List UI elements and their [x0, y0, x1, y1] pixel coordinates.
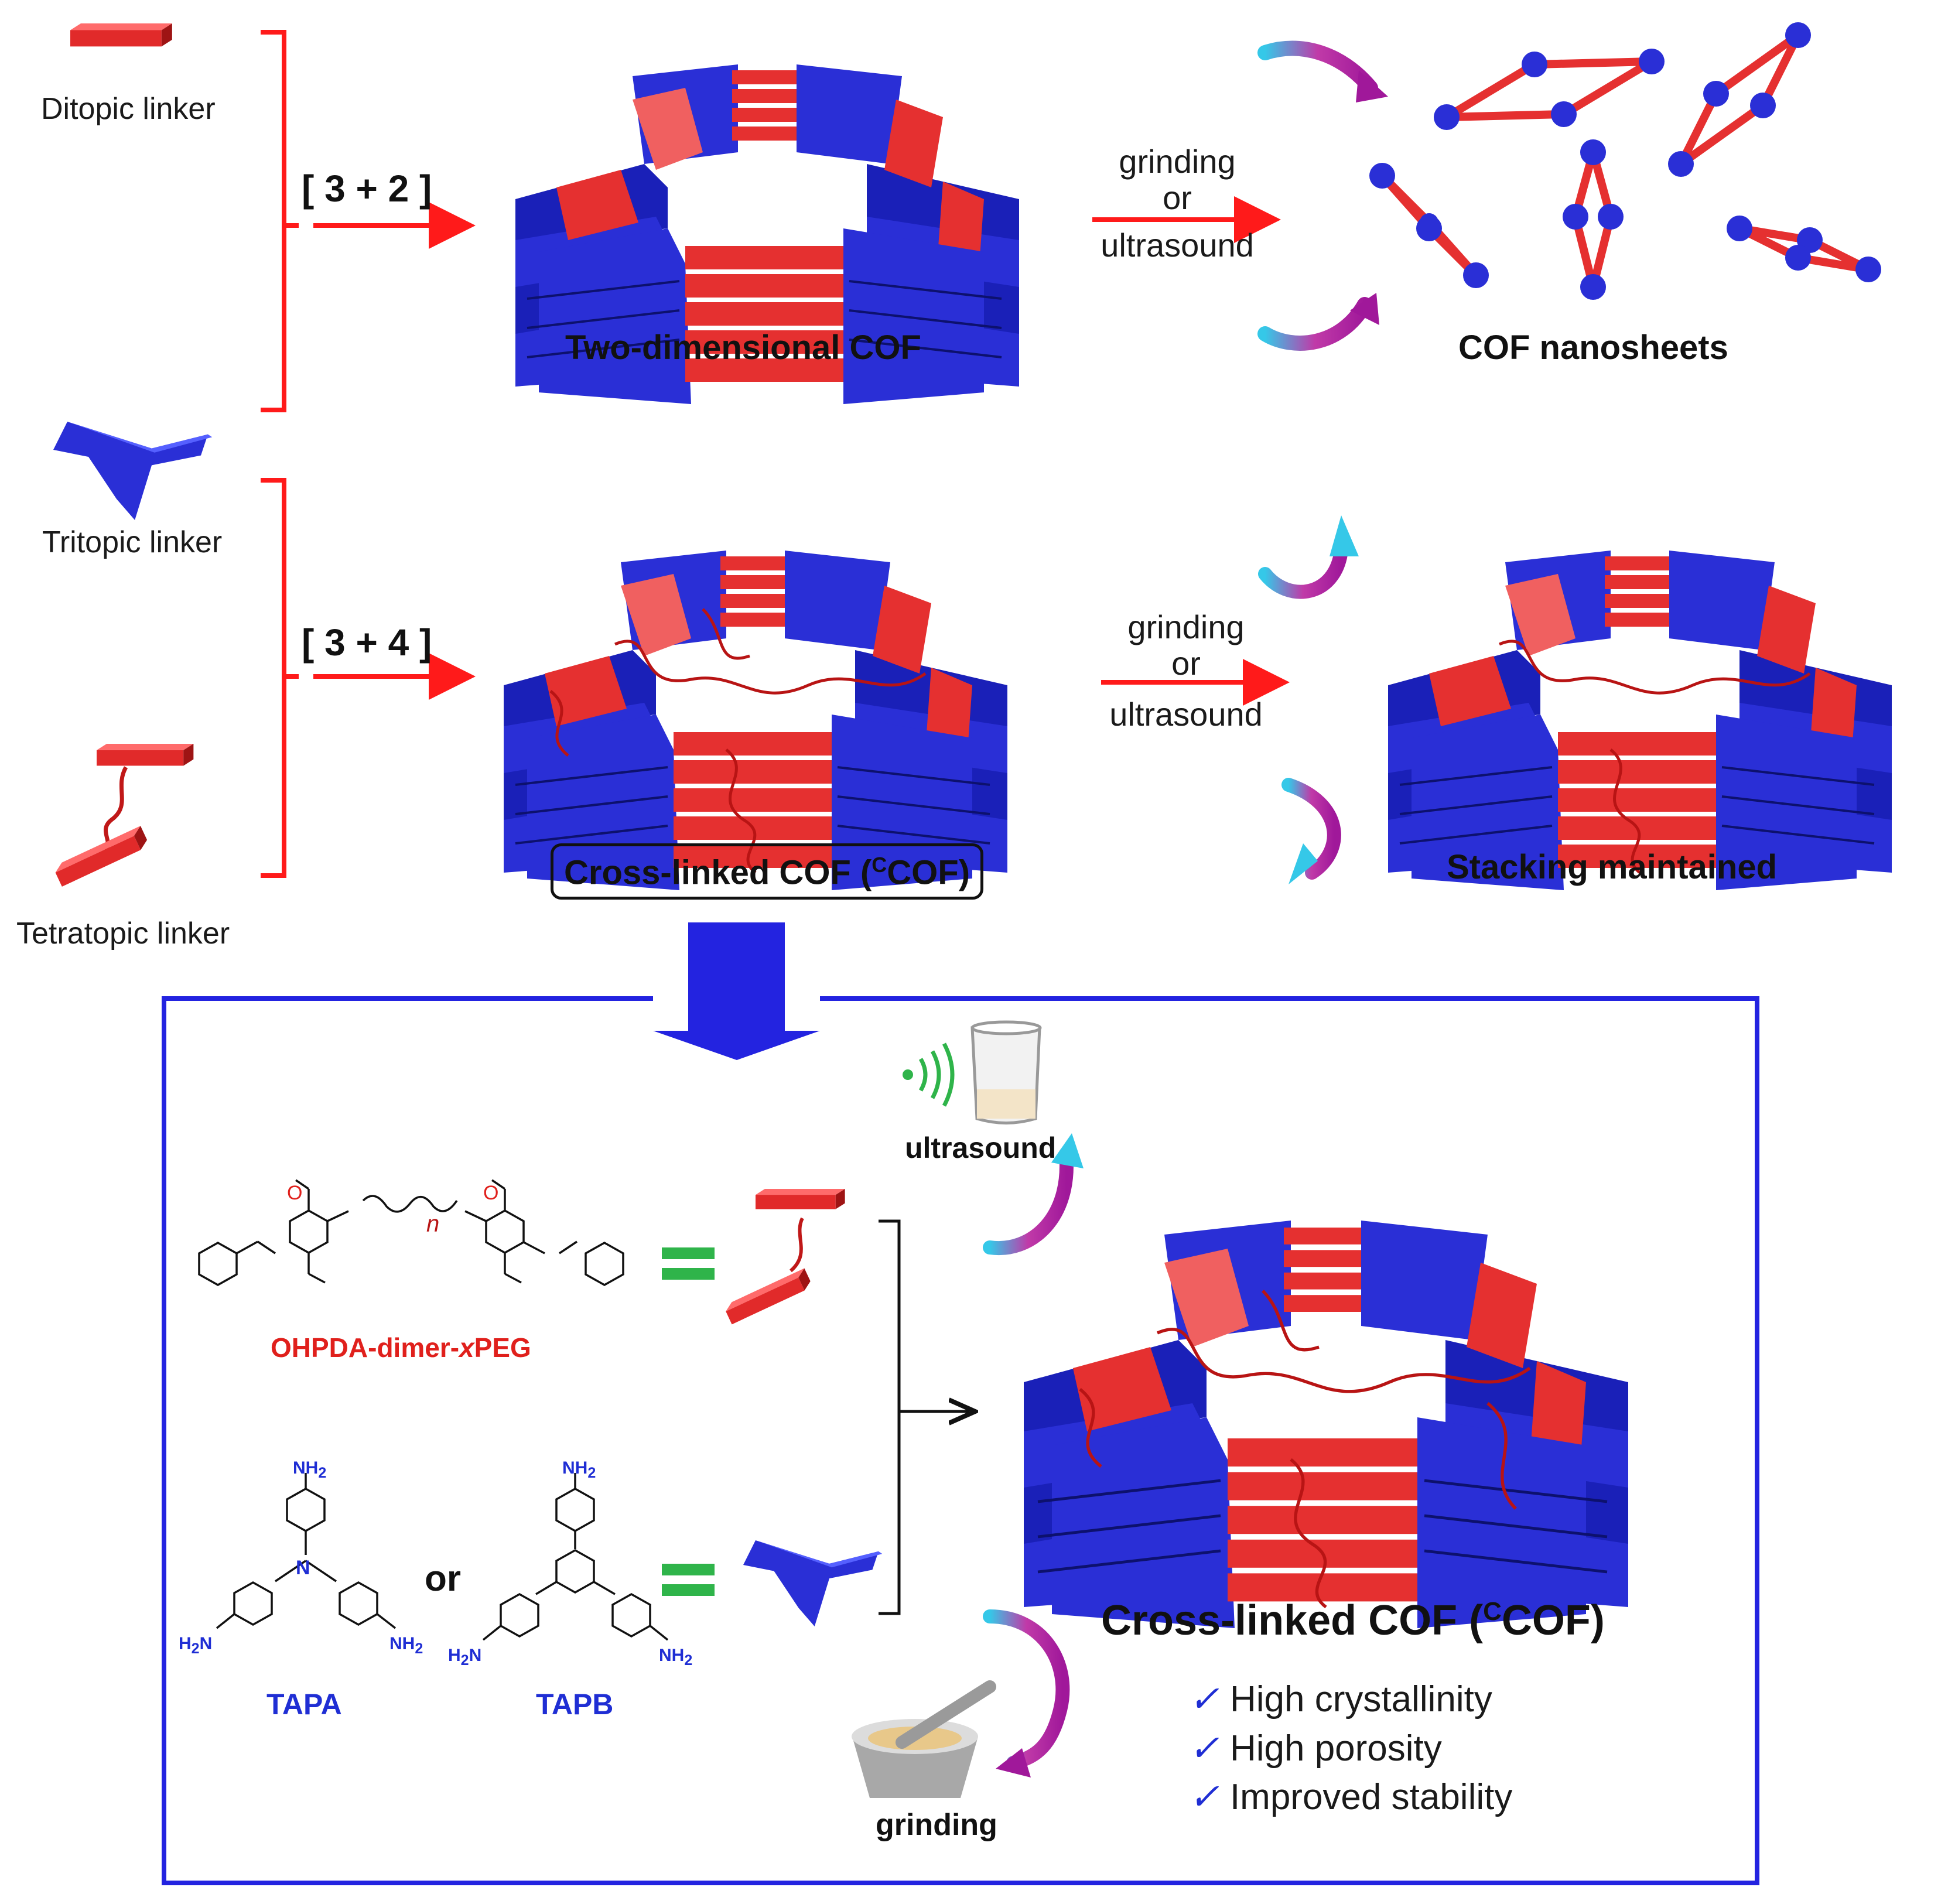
h-sub: 2	[191, 1640, 200, 1657]
ohpda-dimer-structure	[198, 1179, 624, 1287]
nh-sub: 2	[415, 1640, 423, 1657]
or-label: or	[425, 1558, 461, 1599]
tapb-nh2-top: NH2	[562, 1458, 596, 1482]
two-dimensional-cof-label: Two-dimensional COF	[565, 329, 921, 367]
ccof-title-sup: C	[1483, 1597, 1502, 1626]
ccof-sup: C	[872, 853, 887, 877]
grinding-label: grinding	[876, 1808, 997, 1842]
tetratopic-linker-small-icon	[723, 1189, 845, 1325]
peg-n: n	[426, 1211, 440, 1237]
mortar-pestle-icon	[852, 1680, 996, 1798]
curved-arrow-icon	[983, 1147, 1074, 1256]
h-sub: 2	[460, 1652, 469, 1669]
ccof-text: Cross-linked COF (	[564, 853, 872, 892]
tapb-label: TAPB	[536, 1688, 614, 1721]
nh: NH	[293, 1458, 319, 1478]
property-list: ✓High crystallinity ✓High porosity ✓Impr…	[1189, 1675, 1512, 1822]
nh-sub: 2	[318, 1465, 327, 1481]
h: H	[448, 1646, 461, 1665]
tetratopic-linker-label: Tetratopic linker	[16, 917, 230, 951]
nh: NH	[659, 1646, 685, 1665]
down-arrow-icon	[653, 922, 820, 1060]
treatment-ultrasound: ultrasound	[1109, 696, 1263, 733]
bottom-panel-frame	[162, 996, 1759, 1885]
tapb-h2n-left: H2N	[448, 1646, 481, 1669]
ratio-3-plus-4: [ 3 + 4 ]	[302, 621, 432, 664]
nh: NH	[562, 1458, 588, 1478]
stacking-maintained-cof-illustration	[1387, 549, 1893, 891]
n: N	[469, 1646, 482, 1665]
ccof-label-boxed: Cross-linked COF (CCOF)	[551, 843, 984, 900]
ditopic-linker-icon	[70, 23, 172, 47]
treatment-or: or	[1171, 644, 1201, 682]
check-icon: ✓	[1189, 1679, 1219, 1720]
treatment-grinding: grinding	[1119, 143, 1236, 180]
tapb-nh2-right: NH2	[659, 1646, 692, 1669]
curved-arrow-icon	[983, 1609, 1070, 1770]
treatment-grinding: grinding	[1127, 609, 1245, 645]
nh-sub: 2	[684, 1652, 693, 1669]
n: N	[199, 1634, 213, 1653]
nh: NH	[389, 1634, 415, 1653]
tapa-structure	[216, 1473, 397, 1629]
property-item: ✓High crystallinity	[1189, 1675, 1512, 1724]
nh-sub: 2	[587, 1465, 596, 1481]
curved-arrow-icon	[1257, 40, 1378, 95]
ditopic-linker-label: Ditopic linker	[41, 92, 216, 126]
dimer-x: x	[459, 1332, 474, 1363]
curved-arrow-icon	[1257, 297, 1372, 351]
tritopic-linker-label: Tritopic linker	[42, 525, 223, 559]
curved-arrow-icon	[1258, 543, 1348, 599]
treatment-label-mid: grinding or ultrasound	[1101, 609, 1271, 733]
ultrasound-wave-icon	[903, 1042, 955, 1107]
ratio-3-plus-2: [ 3 + 2 ]	[302, 168, 432, 210]
ccof-title: Cross-linked COF (CCOF)	[1101, 1599, 1605, 1642]
treatment-ultrasound: ultrasound	[1101, 227, 1254, 264]
dimer-peg: PEG	[474, 1332, 531, 1363]
tapa-label: TAPA	[266, 1688, 342, 1721]
beaker-icon	[970, 1020, 1042, 1124]
stacking-maintained-label: Stacking maintained	[1447, 848, 1778, 886]
property-text: Improved stability	[1229, 1777, 1513, 1818]
cross-linked-cof-large-illustration	[1024, 1221, 1628, 1628]
cross-linked-cof-illustration	[503, 549, 1009, 891]
tritopic-linker-icon	[53, 422, 213, 520]
aldehyde-o-1: O	[287, 1182, 303, 1204]
property-text: High porosity	[1229, 1728, 1442, 1769]
ccof-title-text: Cross-linked COF (	[1101, 1597, 1484, 1644]
property-text: High crystallinity	[1229, 1679, 1492, 1720]
ultrasound-label: ultrasound	[905, 1132, 1057, 1164]
tapb-structure	[482, 1473, 669, 1641]
check-icon: ✓	[1189, 1728, 1219, 1769]
tapa-nh2-right: NH2	[389, 1634, 423, 1657]
aldehyde-o-2: O	[483, 1182, 499, 1204]
ccof-title-end: COF)	[1501, 1597, 1605, 1644]
curved-arrow-icon	[1281, 778, 1341, 880]
treatment-label-top: grinding or ultrasound	[1092, 143, 1262, 264]
h: H	[179, 1634, 192, 1653]
treatment-or: or	[1163, 179, 1192, 216]
tetratopic-linker-icon	[53, 744, 194, 887]
tapa-nh2-top: NH2	[293, 1458, 326, 1482]
ccof-end: COF)	[887, 853, 970, 892]
property-item: ✓High porosity	[1189, 1724, 1512, 1773]
cof-nanosheets-illustration	[1369, 22, 1881, 300]
tritopic-linker-small-icon	[743, 1540, 883, 1626]
ohpda-dimer-label: OHPDA-dimer-xPEG	[271, 1334, 531, 1361]
property-item: ✓Improved stability	[1189, 1773, 1512, 1822]
check-icon: ✓	[1189, 1777, 1219, 1818]
tapa-h2n-left: H2N	[179, 1634, 212, 1657]
dimer-name: OHPDA-dimer-	[271, 1332, 460, 1363]
tapa-n-center: N	[296, 1557, 310, 1579]
cof-nanosheets-label: COF nanosheets	[1458, 329, 1728, 367]
